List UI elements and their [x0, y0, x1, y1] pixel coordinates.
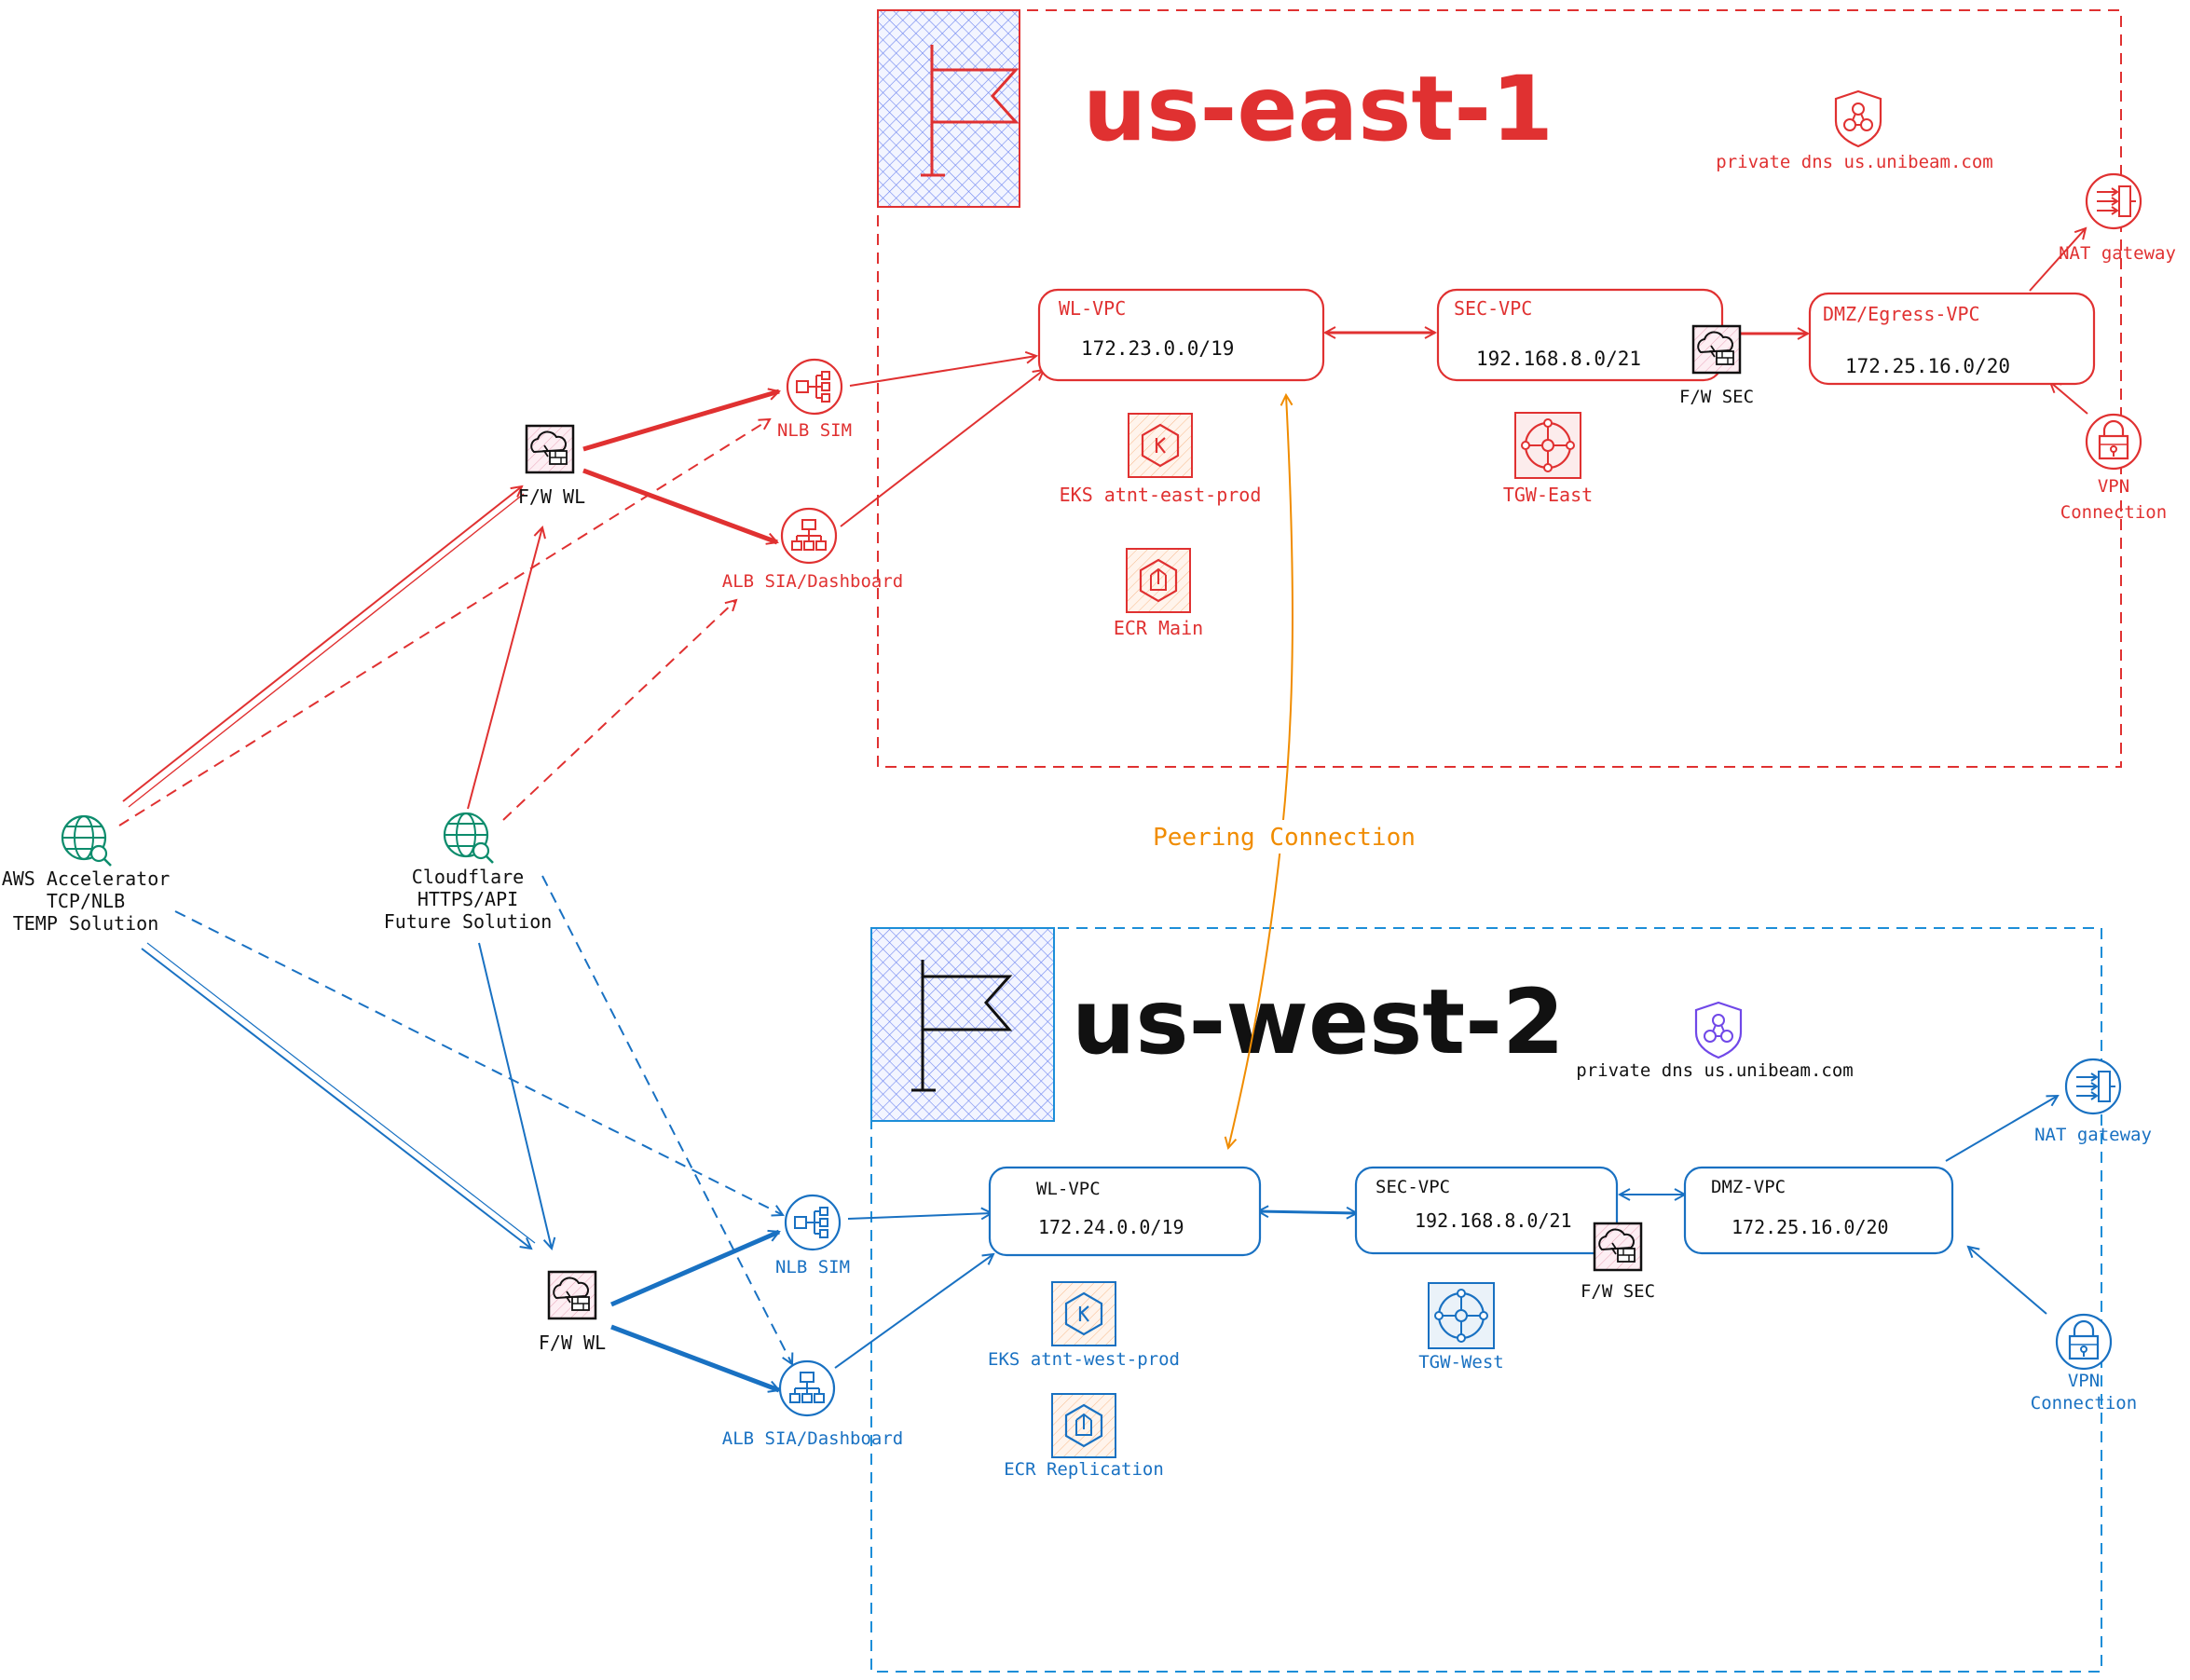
vpc-name: SEC-VPC — [1454, 297, 1532, 320]
region-west-title: us-west-2 — [1072, 970, 1565, 1074]
vpc-name: WL-VPC — [1059, 297, 1126, 320]
ecr-west-label: ECR Replication — [1004, 1459, 1164, 1480]
vpc-box-dmz-east[interactable]: DMZ/Egress-VPC 172.25.16.0/20 — [1808, 292, 2096, 386]
globe-search-icon[interactable] — [443, 812, 495, 865]
network-load-balancer-icon[interactable] — [786, 358, 843, 416]
vpc-box-sec-west[interactable]: SEC-VPC 192.168.8.0/21 — [1354, 1166, 1619, 1255]
vpc-box-dmz-west[interactable]: DMZ-VPC 172.25.16.0/20 — [1683, 1166, 1954, 1255]
firewall-cloud-icon[interactable] — [1593, 1222, 1643, 1272]
cloudflare-label-2: HTTPS/API — [417, 888, 518, 910]
transit-gateway-icon[interactable] — [1427, 1281, 1496, 1350]
ecr-east-label: ECR Main — [1114, 617, 1203, 639]
fw-sec-east-label: F/W SEC — [1679, 387, 1754, 407]
route53-shield-icon — [1834, 89, 1882, 148]
vpc-name: DMZ-VPC — [1711, 1177, 1786, 1197]
tgw-east-label: TGW-East — [1503, 484, 1593, 506]
fw-wl-west-label: F/W WL — [539, 1332, 606, 1354]
alb-east-label: ALB SIA/Dashboard — [722, 571, 903, 592]
vpc-name: DMZ/Egress-VPC — [1823, 303, 1980, 325]
alb-west-label: ALB SIA/Dashboard — [722, 1428, 903, 1449]
vpc-cidr: 172.23.0.0/19 — [1081, 337, 1234, 360]
cloudflare-label-1: Cloudflare — [412, 866, 524, 888]
eks-west-label: EKS atnt-west-prod — [988, 1349, 1180, 1370]
network-load-balancer-icon[interactable] — [784, 1194, 842, 1251]
aws-label-3: TEMP Solution — [13, 912, 159, 935]
vpc-name: WL-VPC — [1036, 1179, 1101, 1199]
vpc-box-wl-east[interactable]: WL-VPC 172.23.0.0/19 — [1037, 288, 1325, 382]
dns-label-east: private dns us.unibeam.com — [1716, 152, 1992, 172]
nlb-east-label: NLB SIM — [777, 420, 852, 441]
nat-west-label: NAT gateway — [2034, 1125, 2152, 1145]
cloudflare-label-3: Future Solution — [384, 910, 553, 933]
region-west-frame — [870, 927, 2102, 1673]
eks-icon[interactable] — [1050, 1280, 1117, 1347]
vpn-east-label-2: Connection — [2060, 502, 2167, 523]
vpn-lock-icon[interactable] — [2055, 1313, 2113, 1371]
east-connections — [118, 228, 2088, 826]
flag-icon — [877, 9, 1020, 208]
vpn-east-label-1: VPN — [2098, 476, 2129, 497]
peering-label: Peering Connection — [1153, 824, 1416, 852]
vpn-west-label-1: VPN — [2068, 1371, 2100, 1391]
firewall-cloud-icon[interactable] — [1691, 324, 1742, 375]
dns-label-west: private dns us.unibeam.com — [1576, 1060, 1853, 1081]
application-load-balancer-icon[interactable] — [780, 507, 838, 565]
eks-east-label: EKS atnt-east-prod — [1060, 484, 1262, 506]
west-connections — [141, 875, 2058, 1390]
aws-label-2: TCP/NLB — [47, 890, 125, 912]
vpc-name: SEC-VPC — [1376, 1177, 1450, 1197]
vpc-cidr: 172.24.0.0/19 — [1038, 1216, 1184, 1238]
vpc-cidr: 192.168.8.0/21 — [1476, 348, 1641, 370]
firewall-cloud-icon[interactable] — [547, 1270, 597, 1320]
firewall-cloud-icon[interactable] — [525, 424, 575, 474]
nat-east-label: NAT gateway — [2059, 243, 2176, 264]
ecr-icon[interactable] — [1050, 1392, 1117, 1459]
vpn-lock-icon[interactable] — [2085, 413, 2142, 471]
vpc-box-sec-east[interactable]: SEC-VPC 192.168.8.0/21 — [1436, 288, 1724, 382]
vpc-cidr: 172.25.16.0/20 — [1731, 1216, 1889, 1238]
nlb-west-label: NLB SIM — [775, 1257, 850, 1277]
vpc-cidr: 172.25.16.0/20 — [1845, 355, 2010, 377]
route53-shield-icon — [1694, 1001, 1743, 1059]
eks-icon[interactable] — [1127, 412, 1194, 479]
fw-wl-east-label: F/W WL — [518, 485, 585, 508]
region-east-title: us-east-1 — [1083, 57, 1554, 161]
ecr-icon[interactable] — [1125, 547, 1192, 614]
vpc-box-wl-west[interactable]: WL-VPC 172.24.0.0/19 — [988, 1166, 1262, 1257]
aws-label-1: AWS Accelerator — [2, 867, 171, 890]
vpn-west-label-2: Connection — [2031, 1393, 2137, 1414]
flag-icon — [870, 927, 1055, 1122]
nat-gateway-icon[interactable] — [2085, 172, 2142, 230]
region-east-frame — [877, 9, 2122, 768]
transit-gateway-icon[interactable] — [1513, 411, 1582, 480]
application-load-balancer-icon[interactable] — [778, 1359, 836, 1417]
nat-gateway-icon[interactable] — [2064, 1058, 2122, 1115]
fw-sec-west-label: F/W SEC — [1581, 1281, 1655, 1302]
tgw-west-label: TGW-West — [1418, 1352, 1504, 1373]
globe-search-icon[interactable] — [61, 814, 113, 867]
peering-connection: Peering Connection — [1153, 395, 1416, 1148]
vpc-cidr: 192.168.8.0/21 — [1415, 1209, 1572, 1232]
